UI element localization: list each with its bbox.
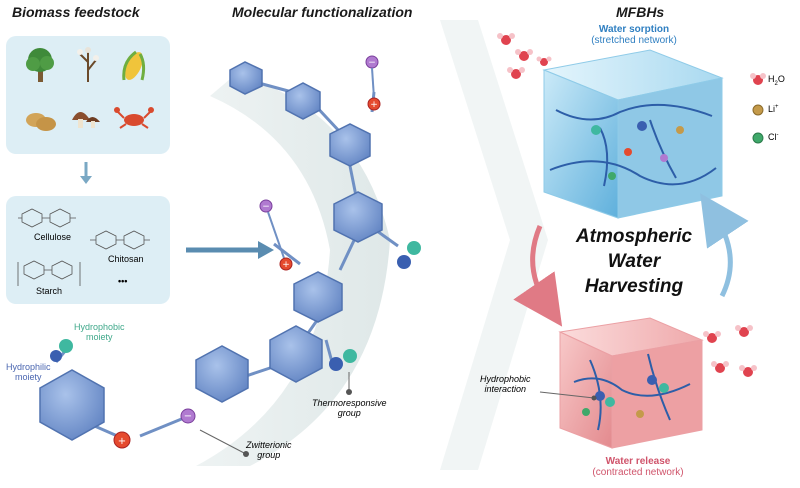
- ring-1: [229, 61, 263, 95]
- release-arrow-icon: [513, 225, 563, 327]
- water-molecules-top: [497, 33, 552, 79]
- cotton-plant-icon: [77, 47, 99, 82]
- chitosan-structure-icon: [90, 230, 150, 250]
- sorption-arrow-icon: [700, 193, 749, 298]
- chitosan-label: Chitosan: [108, 254, 144, 264]
- corn-icon: [122, 50, 146, 81]
- center-title: Atmospheric Water Harvesting: [575, 226, 693, 297]
- molecular-header: Molecular functionalization: [232, 4, 413, 20]
- ring-7: [195, 345, 249, 403]
- h2o-legend-icon: [750, 73, 766, 85]
- ice-block: [542, 49, 724, 219]
- background-chevron: [440, 20, 548, 470]
- svg-text:+: +: [118, 436, 126, 447]
- svg-text:+: +: [282, 260, 290, 270]
- svg-text:−: −: [262, 202, 270, 212]
- ring-2: [285, 82, 321, 120]
- starch-label: Starch: [36, 286, 63, 296]
- svg-text:+: +: [370, 100, 378, 110]
- svg-text:−: −: [368, 58, 376, 68]
- polysaccharide-panel: [6, 196, 170, 304]
- release-caption: Water release (contracted network): [592, 456, 684, 478]
- crab-icon: [114, 107, 154, 129]
- zwitterion-bottom: − +: [113, 408, 196, 449]
- zwitterion-top: − +: [365, 55, 381, 111]
- hydrophobic-interaction-label: Hydrophobic interaction: [480, 374, 531, 394]
- more-label: •••: [118, 276, 128, 286]
- water-molecules-bottom: [703, 325, 757, 377]
- cellulose-label: Cellulose: [34, 232, 72, 242]
- mushroom-icon: [72, 112, 100, 128]
- li-legend-icon: [752, 104, 764, 116]
- potato-icon: [26, 113, 56, 131]
- svg-text:−: −: [184, 411, 192, 422]
- pink-block: [558, 317, 704, 449]
- cl-legend-icon: [752, 132, 764, 144]
- ring-4: [333, 191, 383, 243]
- ring-5: [293, 271, 343, 323]
- mfbh-header: MFBHs: [616, 4, 665, 20]
- biomass-header: Biomass feedstock: [12, 4, 140, 20]
- ring-6: [269, 325, 323, 383]
- starch-structure-icon: [17, 260, 81, 286]
- hydrophobic-balls-lower: [329, 349, 357, 371]
- hydrophobic-balls-left: [50, 339, 73, 362]
- ring-8: [39, 369, 105, 441]
- li-legend-label: Li+: [768, 104, 779, 114]
- cl-legend-label: Cl-: [768, 132, 779, 142]
- zwitterion-middle: − +: [259, 199, 293, 271]
- hydrophobic-balls-middle: [397, 241, 421, 269]
- h2o-legend-label: H2O: [768, 74, 785, 87]
- cellulose-structure-icon: [18, 208, 76, 228]
- sorption-caption: Water sorption (stretched network): [591, 24, 677, 46]
- ring-3: [329, 123, 371, 167]
- tree-icon: [26, 48, 54, 82]
